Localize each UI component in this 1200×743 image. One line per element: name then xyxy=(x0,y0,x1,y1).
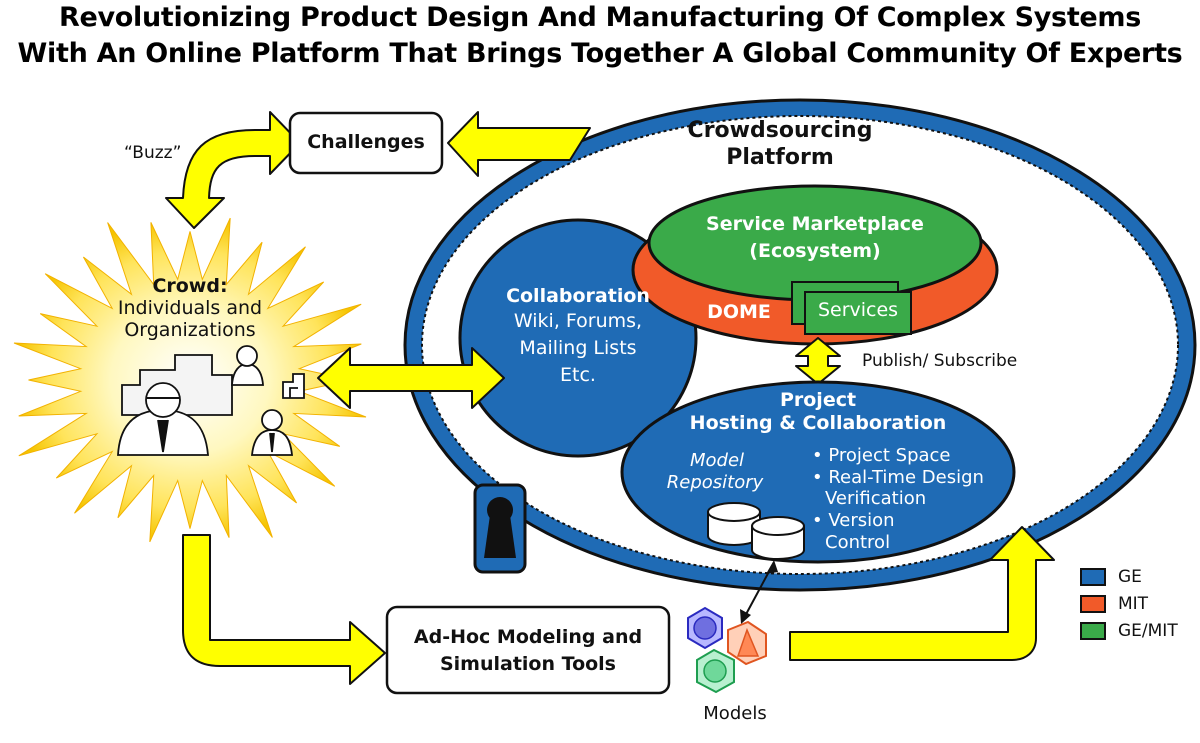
legend-label-ge: GE xyxy=(1118,567,1142,587)
models-platform-arrow xyxy=(789,526,1055,661)
collaboration-heading: Collaboration xyxy=(506,285,650,307)
title-line-1: Revolutionizing Product Design And Manuf… xyxy=(58,2,1142,33)
adhoc-line-2: Simulation Tools xyxy=(439,653,616,675)
legend-label-mit: MIT xyxy=(1118,594,1149,614)
project-bullet-3: • Version xyxy=(812,510,895,531)
crowd-heading: Crowd: xyxy=(152,275,228,297)
buzz-arrow xyxy=(165,111,301,229)
services-box-front xyxy=(804,291,912,335)
keyhole-icon xyxy=(473,483,527,574)
crowd-line-2: Organizations xyxy=(124,319,256,341)
legend-swatch-gemit xyxy=(1080,622,1106,640)
challenges-label: Challenges xyxy=(307,131,425,154)
services-label: Services xyxy=(817,299,899,321)
collaboration-line-3: Etc. xyxy=(560,364,596,386)
dome-label: DOME xyxy=(707,301,771,323)
legend-label-gemit: GE/MIT xyxy=(1118,621,1178,641)
legend-item-gemit: GE/MIT xyxy=(1080,621,1178,641)
project-line-2: Hosting & Collaboration xyxy=(689,412,947,434)
project-line-1: Project xyxy=(779,389,857,411)
legend-swatch-mit xyxy=(1080,595,1106,613)
buzz-label: “Buzz” xyxy=(124,143,182,163)
collaboration-line-1: Wiki, Forums, xyxy=(513,310,643,332)
models-link-arrow xyxy=(740,560,778,624)
collaboration-line-2: Mailing Lists xyxy=(519,337,637,359)
platform-title-line-1: Crowdsourcing xyxy=(687,118,873,143)
service-marketplace-line-2: (Ecosystem) xyxy=(749,240,881,262)
legend-item-ge: GE xyxy=(1080,567,1142,587)
adhoc-line-1: Ad-Hoc Modeling and xyxy=(413,626,643,648)
service-marketplace-line-1: Service Marketplace xyxy=(706,213,924,235)
challenges-arrow xyxy=(447,111,591,177)
project-bullet-1: • Project Space xyxy=(812,445,951,466)
platform-title-line-2: Platform xyxy=(726,145,834,170)
legend-swatch-ge xyxy=(1080,568,1106,586)
crowd-collaboration-arrow xyxy=(317,347,505,409)
crowd-line-1: Individuals and xyxy=(117,297,263,319)
models-icon xyxy=(687,606,767,694)
models-label: Models xyxy=(703,703,767,724)
crowd-people-icon xyxy=(117,345,305,456)
project-bullet-3-cont: Control xyxy=(825,532,891,553)
adhoc-box xyxy=(385,605,671,695)
publish-subscribe-label: Publish/ Subscribe xyxy=(862,351,1018,371)
crowd-adhoc-arrow xyxy=(182,534,386,685)
challenges-box xyxy=(288,111,444,175)
legend-item-mit: MIT xyxy=(1080,594,1148,614)
model-repository-line-2: Repository xyxy=(666,472,764,493)
model-repository-line-1: Model xyxy=(689,450,745,471)
project-bullet-2-cont: Verification xyxy=(825,488,927,509)
project-bullet-2: • Real-Time Design xyxy=(812,467,984,488)
title-line-2: With An Online Platform That Brings Toge… xyxy=(17,38,1183,69)
database-icon xyxy=(707,502,805,560)
